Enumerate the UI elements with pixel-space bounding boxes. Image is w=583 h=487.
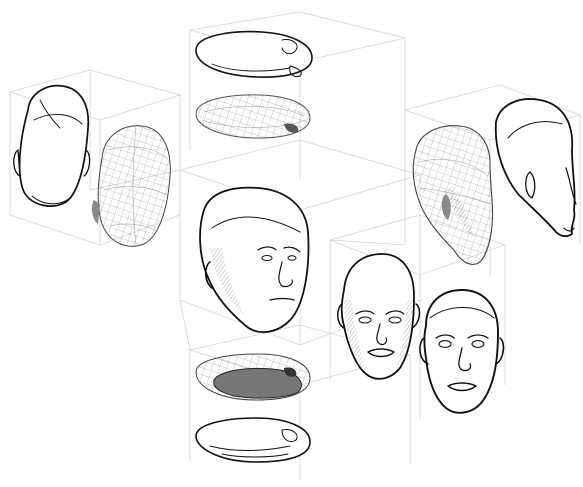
head-three-quarter-shaded <box>200 188 308 332</box>
head-side-wireframe <box>413 126 492 265</box>
head-bottom-outline <box>196 418 310 462</box>
head-side-outline <box>496 99 576 236</box>
head-bottom-shaded <box>196 354 310 400</box>
head-back-wireframe <box>92 126 170 246</box>
head-top-wireframe <box>196 95 310 138</box>
head-front-shaded <box>338 254 420 379</box>
head-back-outline <box>14 86 90 206</box>
head-top-outline <box>196 32 312 77</box>
head-front-outline <box>420 290 504 413</box>
